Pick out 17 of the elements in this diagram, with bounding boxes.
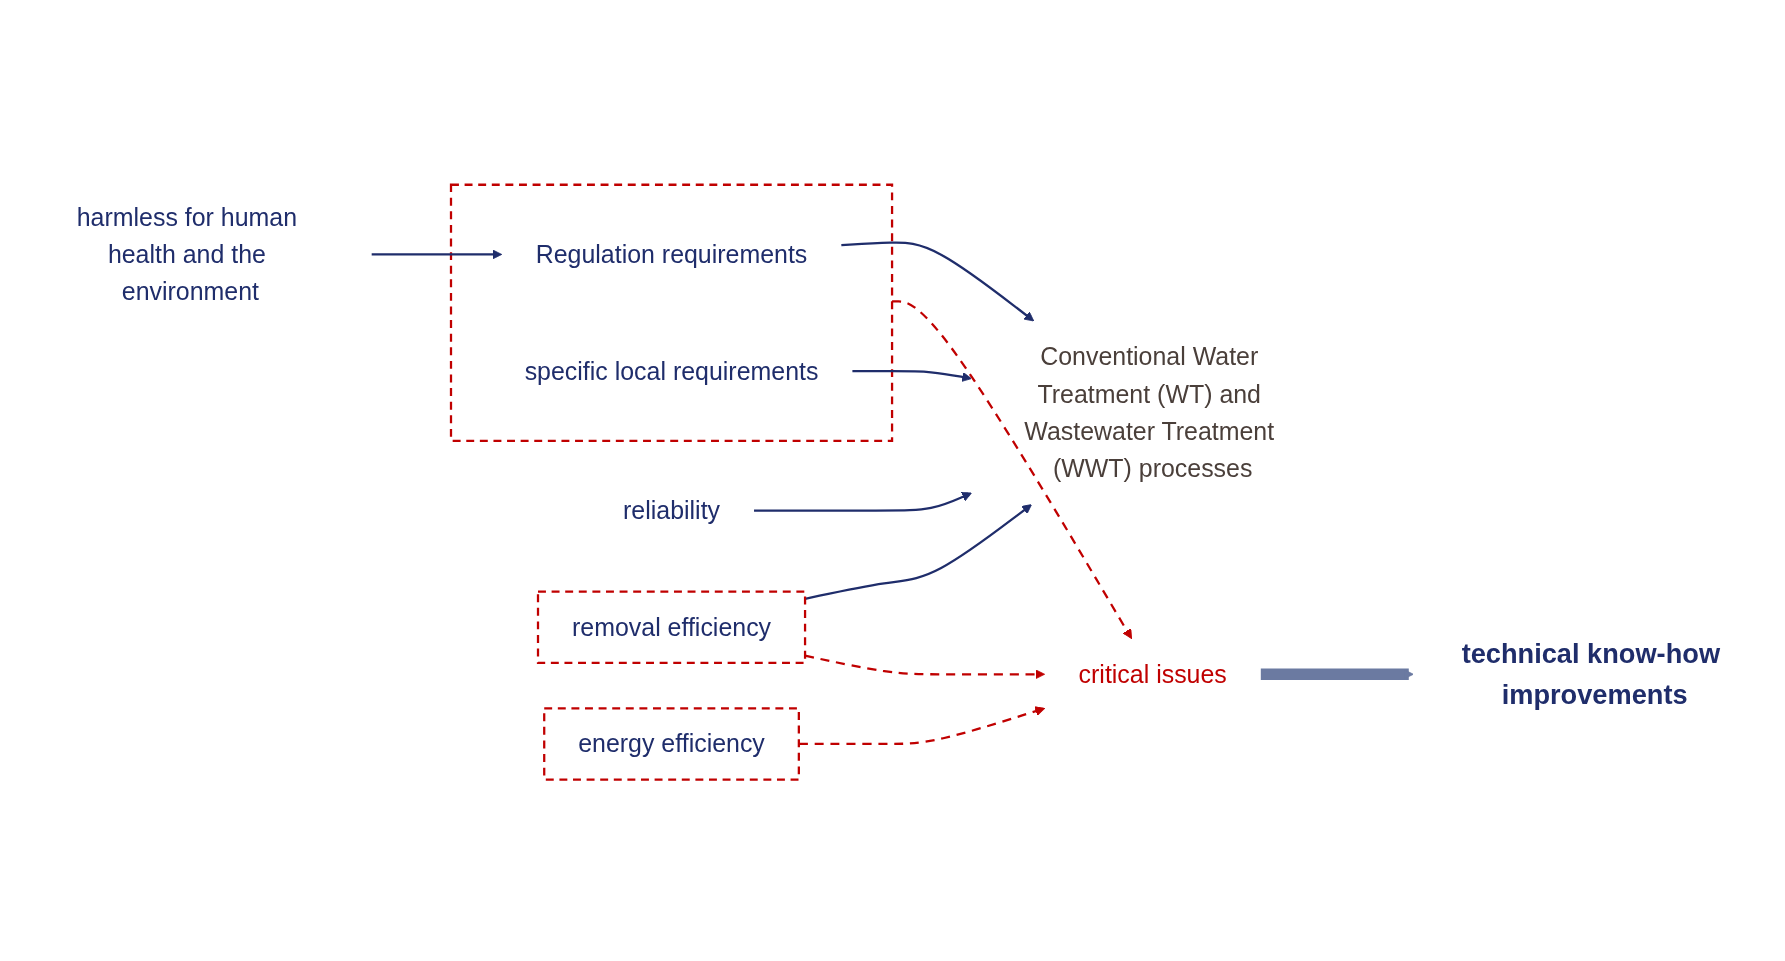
node-box: removal efficiency (536, 590, 807, 665)
arrow (1260, 668, 1414, 680)
node-text: specific local requirements (524, 356, 819, 386)
arrow (798, 706, 1046, 746)
node-text: critical issues (1078, 660, 1227, 689)
cluster (449, 183, 894, 442)
node-box: energy efficiency (543, 707, 800, 781)
arrow (852, 370, 972, 382)
node-text: Regulation requirements (535, 240, 808, 269)
arrow (754, 492, 972, 512)
arrow (371, 249, 503, 260)
node-text: harmless for human health and the environment (76, 202, 298, 306)
arrow (892, 300, 1132, 640)
node-text: reliability (623, 496, 721, 525)
node-text: Conventional Water Treatment (WT) and Wastewater Treatment (WWT) processes (1024, 342, 1275, 484)
arrow (841, 241, 1035, 322)
node-text: technical know-how improvements (1461, 638, 1721, 710)
